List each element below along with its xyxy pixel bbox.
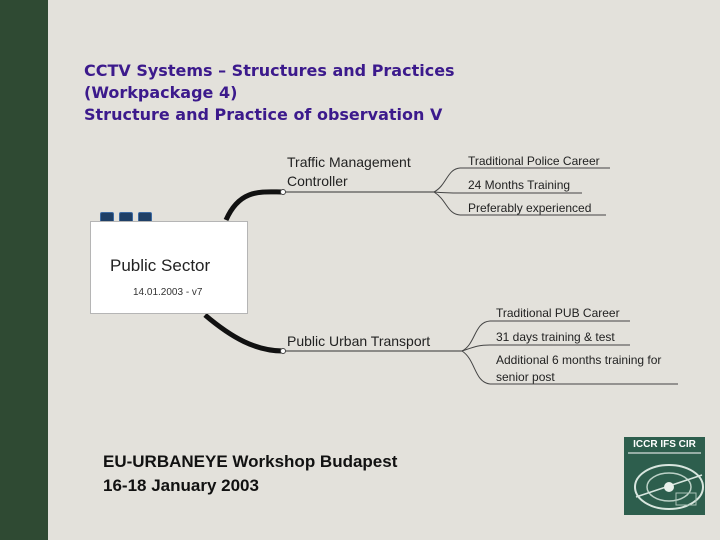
title-line-2: (Workpackage 4) (84, 83, 238, 102)
leaf-bracket-traffic (433, 167, 461, 193)
footer-line-1: EU-URBANEYE Workshop Budapest (103, 452, 398, 471)
branch-node-line: Traffic Management (287, 154, 411, 170)
title-line-1: CCTV Systems – Structures and Practices (84, 61, 455, 80)
footer-line-2: 16-18 January 2003 (103, 476, 259, 495)
leaf-traditional-pub-career: Traditional PUB Career (496, 306, 620, 320)
central-node-date: 14.01.2003 - v7 (133, 287, 203, 298)
leaf-traditional-police-career: Traditional Police Career (468, 154, 600, 168)
logo-emblem-icon (628, 452, 704, 510)
branch-connector-traffic (223, 189, 284, 222)
branch-node-line: Public Urban Transport (287, 333, 431, 349)
branch-node-line: Controller (287, 173, 348, 189)
branch-connector-transport (203, 313, 284, 354)
left-sidebar-bar (0, 0, 48, 540)
node-dot-transport (280, 348, 286, 354)
node-dot-traffic (280, 189, 286, 195)
branch-node-traffic-management: Traffic Management Controller (287, 153, 411, 191)
slide-title: CCTV Systems – Structures and Practices … (84, 60, 644, 126)
slide-footer: EU-URBANEYE Workshop Budapest 16-18 Janu… (103, 450, 397, 498)
leaf-additional-training: Additional 6 months training for senior … (496, 352, 661, 386)
central-node-title: Public Sector (110, 256, 211, 275)
leaf-31-days-training: 31 days training & test (496, 330, 615, 344)
iccr-logo: ICCR IFS CIR (624, 437, 705, 515)
leaf-bracket-transport (461, 320, 491, 352)
leaf-line: senior post (496, 370, 555, 384)
leaf-24-months-training: 24 Months Training (468, 178, 571, 192)
branch-node-public-urban-transport: Public Urban Transport (287, 332, 430, 351)
central-node-public-sector: Public Sector 14.01.2003 - v7 (90, 221, 248, 314)
leaf-preferably-experienced: Preferably experienced (468, 201, 592, 215)
logo-text: ICCR IFS CIR (633, 439, 696, 450)
title-line-3: Structure and Practice of observation V (84, 105, 443, 124)
leaf-line: Additional 6 months training for (496, 353, 662, 367)
